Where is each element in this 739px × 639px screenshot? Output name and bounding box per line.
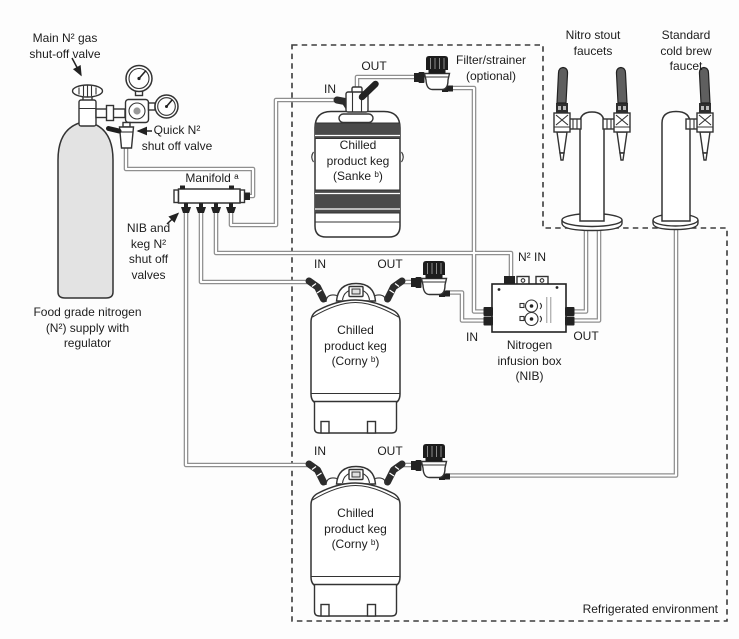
quick-shutoff-valve — [106, 121, 135, 149]
label-nib-out: OUT — [573, 329, 599, 343]
label-main-shutoff-valve: Main N² gas shut-off valve — [29, 31, 101, 61]
label-keg-corny1: Chilled product keg (Corny ᵇ) — [324, 323, 387, 368]
filter-strainer-3 — [410, 443, 451, 481]
keg-sanke — [311, 80, 404, 238]
label-corny1-out: OUT — [377, 257, 403, 271]
filter-strainer-2 — [410, 260, 451, 298]
label-manifold-valves: NIB and keg N² shut off valves — [126, 221, 171, 282]
refrigerated-environment-border — [291, 44, 728, 622]
label-quick-shutoff-valve: Quick N² shut off valve — [141, 123, 213, 153]
label-nitrogen-supply: Food grade nitrogen (N²) supply with reg… — [33, 305, 142, 350]
label-manifold: Manifold ᵃ — [185, 171, 239, 185]
nitrogen-infusion-box — [483, 275, 575, 333]
label-refrigerated-environment: Refrigerated environment — [582, 602, 718, 616]
sanke-coupler — [333, 80, 379, 113]
nitro-faucet-left — [553, 66, 582, 161]
main-shutoff-valve — [71, 84, 126, 127]
label-nib-n2-in: N² IN — [518, 250, 546, 264]
pressure-gauge-low — [154, 94, 179, 119]
annotation-arrows — [71, 57, 180, 225]
nitrogen-tank — [57, 64, 179, 299]
label-nitrogen-infusion-box: Nitrogen infusion box (NIB) — [497, 338, 562, 383]
label-keg-sanke: Chilled product keg (Sanke ᵇ) — [326, 138, 390, 183]
label-keg-corny2: Chilled product keg (Corny ᵇ) — [324, 506, 387, 551]
manifold — [173, 185, 250, 213]
nitro-faucet-right — [602, 66, 631, 161]
label-corny2-out: OUT — [377, 444, 403, 458]
standard-tower — [652, 66, 714, 231]
pressure-gauge-high — [125, 64, 153, 93]
label-sanke-in: IN — [324, 82, 336, 96]
label-corny2-in: IN — [314, 444, 326, 458]
label-standard-faucet: Standard cold brew faucet — [660, 28, 712, 73]
label-nitro-faucets: Nitro stout faucets — [565, 28, 621, 58]
label-nib-in: IN — [466, 330, 478, 344]
label-corny1-in: IN — [314, 257, 326, 271]
manifold-shutoff-valves — [181, 203, 236, 213]
regulator — [124, 64, 179, 124]
label-filter-strainer: Filter/strainer (optional) — [455, 53, 526, 83]
nitro-stout-tower — [553, 66, 631, 232]
label-sanke-out: OUT — [361, 59, 387, 73]
